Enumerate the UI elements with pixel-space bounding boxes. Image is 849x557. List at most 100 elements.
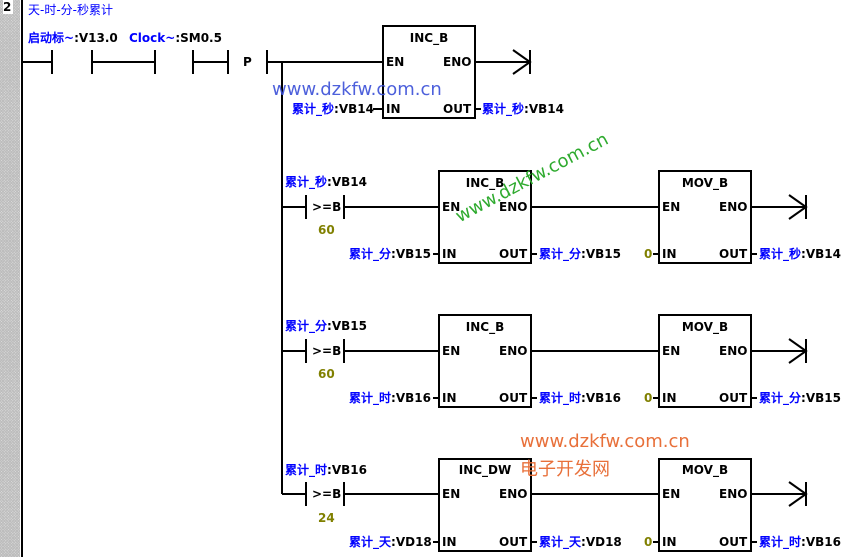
compare4-operand[interactable]: 累计_时:VB16 (285, 463, 367, 477)
operand-address: :VB16 (327, 463, 367, 477)
operand-symbol: 累计_分 (539, 247, 582, 261)
compare4-op: >=B (312, 487, 342, 501)
network-number: 2 (3, 0, 13, 14)
compare3-op: >=B (312, 344, 342, 358)
box1-title: INC_B (409, 31, 449, 45)
operand-symbol: 累计_时 (539, 391, 582, 405)
operand-symbol: 累计_秒 (292, 102, 335, 116)
inc3-out: OUT (499, 391, 528, 405)
inc-b-box-3 (438, 314, 532, 408)
positive-edge-label: P (243, 55, 252, 69)
mov2-in: IN (662, 247, 677, 261)
operand-address: :VB16 (581, 391, 621, 405)
watermark-orange-name: 电子开发网 (520, 459, 610, 480)
operand-address: :VB15 (581, 247, 621, 261)
mov2-title: MOV_B (681, 176, 729, 190)
box1-eno: ENO (443, 55, 472, 69)
operand-address: :VB15 (801, 391, 841, 405)
mov3-title: MOV_B (681, 320, 729, 334)
mov4-en: EN (662, 487, 681, 501)
inc3-out-operand[interactable]: 累计_时:VB16 (539, 391, 621, 405)
operand-address: :VB16 (801, 535, 841, 549)
contact-start-address: :V13.0 (74, 31, 118, 45)
operand-symbol: 累计_分 (285, 319, 328, 333)
inc4-out: OUT (499, 535, 528, 549)
mov4-out-operand[interactable]: 累计_时:VB16 (759, 535, 841, 549)
mov4-eno: ENO (719, 487, 748, 501)
contact-clock-symbol: Clock~ (129, 31, 176, 45)
operand-symbol: 累计_时 (285, 463, 328, 477)
operand-address: :VD18 (391, 535, 432, 549)
box1-in-operand[interactable]: 累计_秒:VB14 (292, 102, 374, 116)
watermark-blue: www.dzkfw.com.cn (272, 79, 442, 100)
network-gutter (0, 0, 20, 557)
operand-address: :VB14 (334, 102, 374, 116)
inc4-eno: ENO (499, 487, 528, 501)
contact-clock-address: :SM0.5 (175, 31, 222, 45)
mov4-in-value[interactable]: 0 (644, 535, 653, 549)
operand-address: :VB14 (524, 102, 564, 116)
mov3-out: OUT (719, 391, 748, 405)
mov3-en: EN (662, 344, 681, 358)
mov2-eno: ENO (719, 200, 748, 214)
inc2-eno: ENO (499, 200, 528, 214)
operand-address: :VB16 (391, 391, 431, 405)
inc3-in: IN (442, 391, 457, 405)
inc2-in: IN (442, 247, 457, 261)
mov2-out: OUT (719, 247, 748, 261)
inc3-in-operand[interactable]: 累计_时:VB16 (349, 391, 431, 405)
mov2-out-operand[interactable]: 累计_秒:VB14 (759, 247, 841, 261)
inc3-eno: ENO (499, 344, 528, 358)
inc4-out-operand[interactable]: 累计_天:VD18 (539, 535, 622, 549)
operand-symbol: 累计_分 (759, 391, 802, 405)
network-title: 天-时-分-秒累计 (28, 3, 113, 17)
watermark-orange-url: www.dzkfw.com.cn (520, 431, 690, 452)
inc2-in-operand[interactable]: 累计_分:VB15 (349, 247, 431, 261)
inc2-out-operand[interactable]: 累计_分:VB15 (539, 247, 621, 261)
operand-symbol: 累计_秒 (759, 247, 802, 261)
mov4-title: MOV_B (681, 463, 729, 477)
mov-b-box-4 (658, 458, 752, 552)
inc2-en: EN (442, 200, 461, 214)
box1-out: OUT (443, 102, 472, 116)
inc2-title: INC_B (465, 176, 505, 190)
inc4-en: EN (442, 487, 461, 501)
mov-b-box-3 (658, 314, 752, 408)
inc4-in-operand[interactable]: 累计_天:VD18 (349, 535, 432, 549)
box1-en: EN (386, 55, 405, 69)
contact-start-symbol: 启动标~ (28, 31, 75, 45)
mov3-in-value[interactable]: 0 (644, 391, 653, 405)
compare3-operand[interactable]: 累计_分:VB15 (285, 319, 367, 333)
compare4-value[interactable]: 24 (318, 511, 335, 525)
operand-symbol: 累计_时 (349, 391, 392, 405)
operand-address: :VB15 (327, 319, 367, 333)
mov2-en: EN (662, 200, 681, 214)
mov-b-box-2 (658, 170, 752, 264)
operand-symbol: 累计_秒 (482, 102, 525, 116)
mov4-in: IN (662, 535, 677, 549)
inc3-title: INC_B (465, 320, 505, 334)
mov2-in-value[interactable]: 0 (644, 247, 653, 261)
operand-address: :VD18 (581, 535, 622, 549)
inc4-title: INC_DW (458, 463, 512, 477)
compare2-op: >=B (312, 200, 342, 214)
mov3-eno: ENO (719, 344, 748, 358)
operand-address: :VB14 (801, 247, 841, 261)
box1-out-operand[interactable]: 累计_秒:VB14 (482, 102, 564, 116)
inc-b-box-2 (438, 170, 532, 264)
inc2-out: OUT (499, 247, 528, 261)
inc4-in: IN (442, 535, 457, 549)
mov3-in: IN (662, 391, 677, 405)
operand-address: :VB15 (391, 247, 431, 261)
compare2-value[interactable]: 60 (318, 223, 335, 237)
contact-start[interactable]: 启动标~:V13.0 (28, 31, 118, 45)
mov4-out: OUT (719, 535, 748, 549)
mov3-out-operand[interactable]: 累计_分:VB15 (759, 391, 841, 405)
contact-clock[interactable]: Clock~:SM0.5 (129, 31, 222, 45)
operand-symbol: 累计_天 (349, 535, 392, 549)
compare2-operand[interactable]: 累计_秒:VB14 (285, 175, 367, 189)
compare3-value[interactable]: 60 (318, 367, 335, 381)
box1-in: IN (386, 102, 401, 116)
operand-address: :VB14 (327, 175, 367, 189)
